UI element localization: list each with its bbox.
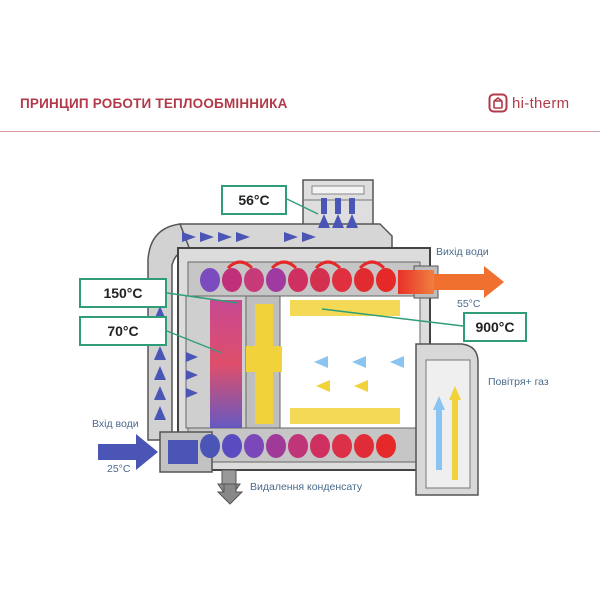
temp-box-150: 150°C bbox=[79, 278, 167, 308]
top-tube-row bbox=[200, 268, 396, 292]
exhaust-arrows bbox=[318, 198, 358, 228]
logo-icon bbox=[488, 93, 508, 113]
condensate-label: Видалення конденсату bbox=[250, 481, 363, 493]
temp-out-label: 55°C bbox=[457, 298, 481, 310]
air-gas-housing bbox=[415, 343, 479, 496]
temp-box-900: 900°C bbox=[463, 312, 527, 342]
page-title: ПРИНЦИП РОБОТИ ТЕПЛООБМІННИКА bbox=[20, 96, 288, 111]
brand-name: hi-therm bbox=[512, 94, 570, 112]
outlet-hot-pipe bbox=[398, 270, 434, 294]
outlet-arrow bbox=[434, 266, 504, 298]
leader-lines bbox=[166, 198, 464, 354]
bottom-tube-row bbox=[200, 434, 396, 458]
brand-logo: hi-therm bbox=[488, 93, 569, 113]
header-divider bbox=[0, 131, 600, 132]
temp-in-label: 25°C bbox=[107, 463, 131, 475]
temp-box-70: 70°C bbox=[79, 316, 167, 346]
water-out-label: Вихід води bbox=[436, 246, 489, 258]
air-gas-label: Повітря+ газ bbox=[488, 376, 549, 388]
water-in-label: Вхід води bbox=[92, 418, 139, 430]
hot-gas-arcs bbox=[226, 260, 386, 270]
condensate-arrow bbox=[216, 483, 244, 505]
inlet-arrow bbox=[98, 434, 158, 470]
air-gas-arrows bbox=[314, 356, 461, 480]
temp-box-56: 56°C bbox=[221, 185, 287, 215]
coil-column bbox=[210, 300, 242, 428]
burner-flame bbox=[246, 300, 400, 424]
